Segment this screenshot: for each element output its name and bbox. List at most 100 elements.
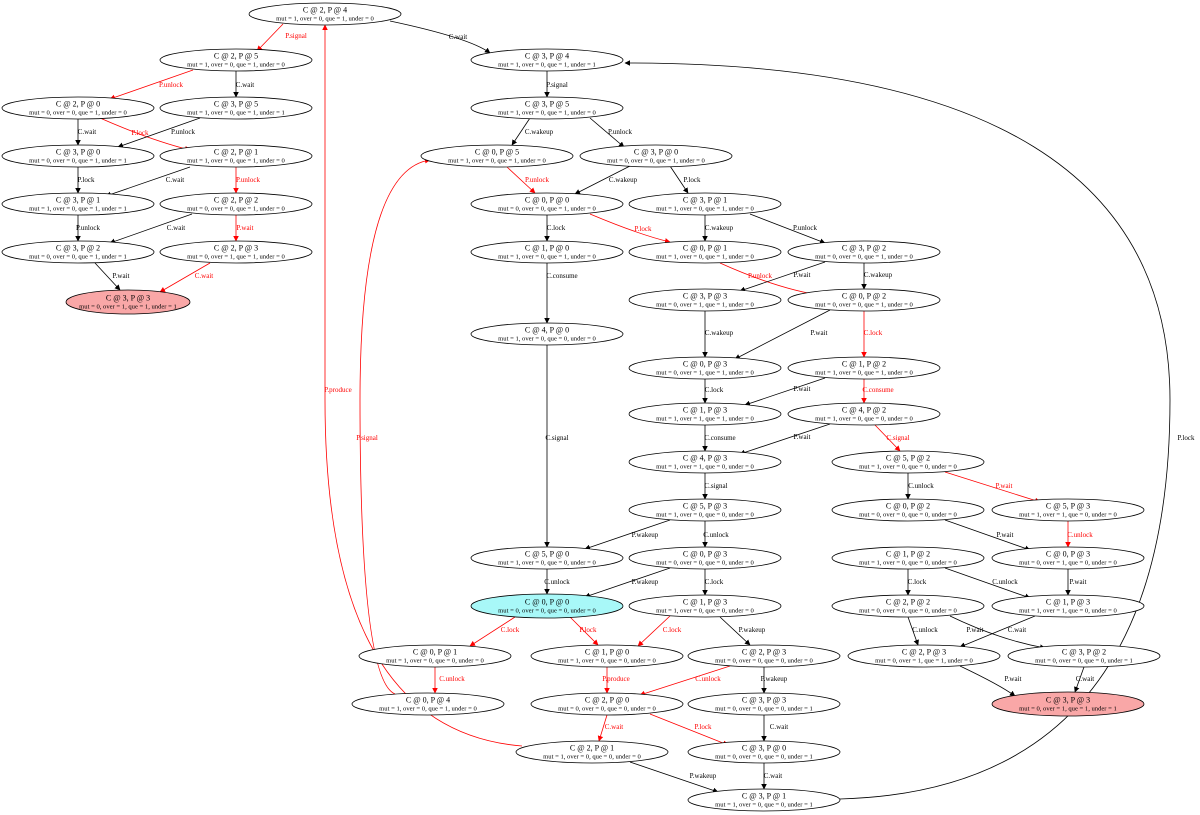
edge: C.wait xyxy=(389,20,491,54)
edge-line xyxy=(944,567,1031,599)
state-title: C @ 5, P @ 0 xyxy=(525,550,569,559)
edge-label: C.wait xyxy=(449,33,468,41)
edge: P.wait xyxy=(739,423,831,456)
edge-label: C.unlock xyxy=(912,626,938,634)
edge: P.produce xyxy=(322,24,523,747)
edge: P.wait xyxy=(739,261,826,293)
state-title: C @ 0, P @ 1 xyxy=(683,244,727,253)
state-title: C @ 4, P @ 3 xyxy=(683,454,727,463)
state-title: C @ 3, P @ 5 xyxy=(525,100,569,109)
state-detail: mut = 1, over = 0, que = 0, under = 0 xyxy=(859,464,957,471)
edge-line xyxy=(94,262,121,291)
edge-label: C.wakeup xyxy=(525,128,554,136)
state-detail: mut = 0, over = 0, que = 0, under = 1 xyxy=(715,754,813,761)
edge: C.wakeup xyxy=(511,117,554,146)
state-detail: mut = 1, over = 0, que = 0, under = 0 xyxy=(558,658,656,665)
edge-label: C.wait xyxy=(236,81,255,89)
edge: P.wakeup xyxy=(761,667,788,694)
edge-label: C.lock xyxy=(663,626,682,634)
state-ellipse xyxy=(470,240,624,264)
edge: P.wait xyxy=(944,471,1041,504)
edge-label: C.unlock xyxy=(1067,531,1093,539)
edge: C.lock xyxy=(702,379,724,404)
edge-line xyxy=(959,665,1016,697)
edge-label: C.signal xyxy=(704,482,727,490)
edge: C.wakeup xyxy=(702,215,734,242)
state-title: C @ 3, P @ 5 xyxy=(214,100,258,109)
edge: C.lock xyxy=(637,615,682,647)
state-ellipse xyxy=(687,788,841,812)
edge-label: P.wait xyxy=(996,482,1013,490)
state-title: C @ 2, P @ 1 xyxy=(570,744,614,753)
state-title: C @ 3, P @ 1 xyxy=(742,792,786,801)
edge-label: P.unlock xyxy=(748,272,772,280)
edge: C.wait xyxy=(109,213,193,244)
state-ellipse xyxy=(628,402,782,426)
state-ellipse xyxy=(515,740,669,764)
state-ellipse xyxy=(628,356,782,380)
state-detail: mut = 1, over = 0, que = 1, under = 1 xyxy=(29,206,127,213)
state-detail: mut = 0, over = 1, que = 1, under = 1 xyxy=(1019,706,1117,713)
edge: P.wakeup xyxy=(584,519,671,551)
edge: P.wait xyxy=(233,215,254,242)
edge-line xyxy=(256,23,284,52)
state-title: C @ 2, P @ 4 xyxy=(303,6,347,15)
edge-label: C.wait xyxy=(166,176,185,184)
edge: C.wait xyxy=(597,714,623,742)
edge-label: C.lock xyxy=(705,578,724,586)
state-ellipse xyxy=(991,498,1145,522)
state-detail: mut = 1, over = 0, que = 1, under = 0 xyxy=(187,62,285,69)
edge-line xyxy=(959,615,1036,648)
state-detail: mut = 0, over = 0, que = 0, under = 1 xyxy=(1035,658,1133,665)
edge-line xyxy=(159,262,211,293)
state-title: C @ 0, P @ 0 xyxy=(525,598,569,607)
edge: C.wait xyxy=(75,119,96,146)
state-ellipse xyxy=(351,692,505,716)
state-detail: mut = 0, over = 0, que = 1, under = 0 xyxy=(815,254,913,261)
state-ellipse xyxy=(470,593,624,619)
state-ellipse xyxy=(628,594,782,618)
edge-line xyxy=(584,519,671,551)
state-title: C @ 2, P @ 3 xyxy=(742,648,786,657)
state-detail: mut = 0, over = 0, que = 0, under = 0 xyxy=(859,512,957,519)
state-title: C @ 2, P @ 0 xyxy=(585,696,629,705)
edge: C.lock xyxy=(469,616,520,647)
edge-label: C.wakeup xyxy=(705,329,734,337)
edge: P.lock xyxy=(669,165,701,194)
state-detail: mut = 0, over = 1, que = 1, under = 1 xyxy=(79,304,177,311)
state-title: C @ 3, P @ 2 xyxy=(56,244,100,253)
state-ellipse xyxy=(787,240,941,264)
state-title: C @ 2, P @ 3 xyxy=(214,244,258,253)
edge: C.lock xyxy=(861,311,883,358)
edge-label: C.lock xyxy=(864,329,883,337)
state-title: C @ 3, P @ 0 xyxy=(634,148,678,157)
state-detail: mut = 1, over = 0, que = 1, under = 0 xyxy=(656,206,754,213)
state-title: C @ 2, P @ 2 xyxy=(214,196,258,205)
edge-line xyxy=(584,567,671,599)
state-title: C @ 0, P @ 0 xyxy=(525,196,569,205)
state-detail: mut = 0, over = 0, que = 1, under = 0 xyxy=(498,206,596,213)
state-title: C @ 5, P @ 3 xyxy=(683,502,727,511)
state-detail: mut = 1, over = 0, que = 1, under = 0 xyxy=(448,158,546,165)
state-ellipse xyxy=(470,48,624,72)
edge-label: P.lock xyxy=(684,176,701,184)
state-ellipse xyxy=(991,691,1145,717)
